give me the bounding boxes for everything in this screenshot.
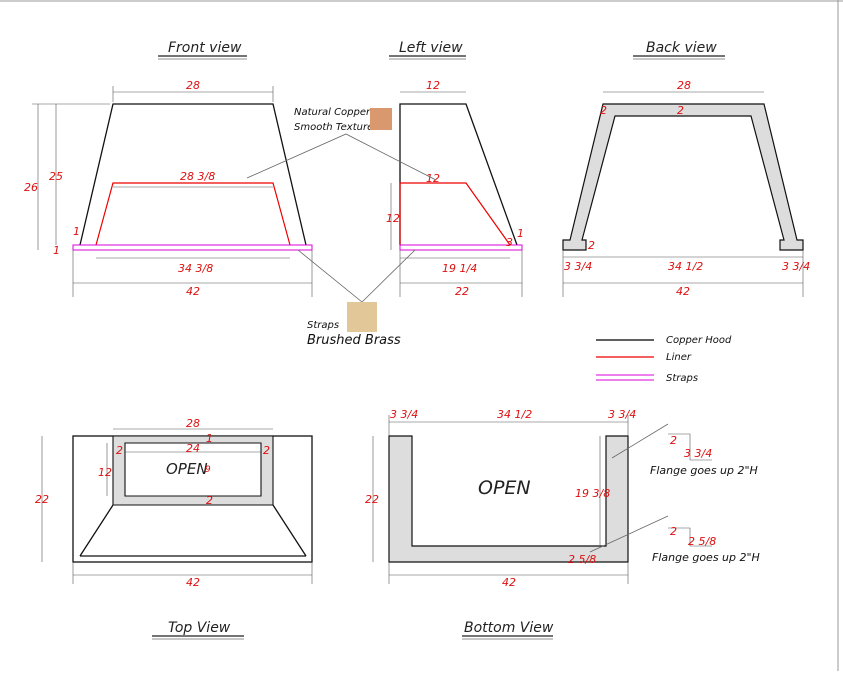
left-view-title: Left view — [399, 40, 463, 56]
flange-1-text: Flange goes up 2"H — [650, 464, 758, 477]
front-liner-top-dim: 28 3/8 — [180, 170, 215, 183]
copper-callout: Natural Copper Smooth Texture — [246, 107, 437, 181]
brass-leader — [297, 249, 416, 303]
flange-1-a: 2 — [670, 434, 677, 447]
top-w-dim: 28 — [186, 417, 200, 430]
front-top-dim: 28 — [186, 79, 200, 92]
bottom-center-dim: 34 1/2 — [497, 408, 532, 421]
left-top-dim: 12 — [426, 79, 440, 92]
left-inner-dim: 19 1/4 — [442, 262, 477, 275]
flange-detail-1: 2 3 3/4 Flange goes up 2"H — [611, 423, 758, 477]
front-liner-outline — [95, 182, 291, 246]
bottom-rim-dim: 2 5/8 — [568, 553, 596, 566]
left-hood-outline — [399, 103, 518, 246]
back-side-dim: 2 — [600, 104, 607, 117]
brass-swatch — [347, 302, 377, 332]
flange-2-a: 2 — [670, 525, 677, 538]
back-hood-shape — [562, 103, 804, 251]
flange-2-b: 2 5/8 — [688, 535, 716, 548]
back-view-title: Back view — [646, 40, 717, 56]
top-view: 28 24 1 2 2 12 OPEN 9 2 22 42 Top View — [35, 417, 313, 640]
bottom-height-dim: 22 — [365, 493, 379, 506]
bottom-open-label: OPEN — [478, 477, 531, 499]
legend-label-liner: Liner — [666, 352, 692, 363]
back-foot-dim: 2 — [588, 239, 595, 252]
top-depth-dim: 12 — [98, 466, 112, 479]
top-open-label: OPEN — [166, 460, 208, 478]
back-left-dim: 3 3/4 — [564, 260, 592, 273]
top-height-dim: 22 — [35, 493, 49, 506]
flange-1-b: 3 3/4 — [684, 447, 712, 460]
left-liner-h-dim: 12 — [386, 212, 400, 225]
brass-callout: Straps Brushed Brass — [297, 249, 416, 348]
left-strap — [399, 244, 523, 251]
front-height-outer-dim: 26 — [24, 181, 38, 194]
front-view-title: Front view — [168, 40, 242, 56]
copper-label-1: Natural Copper — [294, 107, 371, 118]
top-rim-dim: 1 — [206, 432, 213, 445]
top-left-side-dim: 2 — [116, 444, 123, 457]
bottom-u-shape — [388, 435, 629, 563]
left-view: Left view 12 12 12 1 3 19 1/4 22 — [386, 40, 524, 298]
left-small-dim: 3 — [506, 236, 513, 249]
back-inner-top-dim: 2 — [677, 104, 684, 117]
brass-label-2: Brushed Brass — [307, 333, 401, 348]
copper-leader — [246, 133, 437, 181]
flange-1-profile — [668, 433, 712, 461]
legend: Copper Hood Liner Straps — [596, 335, 732, 384]
flange-2-text: Flange goes up 2"H — [652, 551, 760, 564]
back-center-dim: 34 1/2 — [668, 260, 703, 273]
top-bottom-rim-dim: 2 — [206, 494, 213, 507]
back-right-dim: 3 3/4 — [782, 260, 810, 273]
flange-2-profile — [668, 527, 712, 547]
back-bottom-dim: 42 — [676, 285, 690, 298]
top-diag-r — [272, 504, 307, 557]
top-bottom-dim: 42 — [186, 576, 200, 589]
front-bottom-dim: 42 — [186, 285, 200, 298]
flange-2-leader — [589, 515, 669, 553]
top-diag-l — [79, 504, 114, 557]
top-inner-w-dim: 24 — [186, 442, 200, 455]
copper-swatch — [370, 108, 392, 130]
top-small-dim: 9 — [205, 465, 211, 475]
copper-label-2: Smooth Texture — [294, 122, 373, 133]
back-top-dim: 28 — [677, 79, 691, 92]
legend-label-straps: Straps — [666, 373, 698, 384]
bottom-bottom-dim: 42 — [502, 576, 516, 589]
bottom-left-dim: 3 3/4 — [390, 408, 418, 421]
legend-label-copper: Copper Hood — [666, 335, 732, 346]
front-height-dim: 25 — [49, 170, 63, 183]
left-bottom-dim: 22 — [455, 285, 469, 298]
left-liner-outline — [399, 182, 511, 246]
front-inner-dim: 34 3/8 — [178, 262, 213, 275]
front-liner-h-dim: 1 — [73, 225, 80, 238]
bottom-view-title: Bottom View — [464, 620, 554, 636]
back-view: Back view 28 2 2 2 3 3/4 34 1/2 3 3/4 42 — [562, 40, 810, 298]
front-strap-h-dim: 1 — [53, 244, 60, 257]
front-view: Front view 28 26 25 28 3/8 1 1 34 3/8 42 — [24, 40, 313, 298]
front-strap — [72, 244, 313, 251]
top-view-title: Top View — [168, 620, 231, 636]
brass-label-1: Straps — [307, 320, 339, 331]
front-hood-outline — [79, 103, 307, 246]
flange-1-leader — [611, 423, 669, 459]
top-right-side-dim: 2 — [263, 444, 270, 457]
left-strap-dim: 1 — [517, 227, 524, 240]
bottom-right-dim: 3 3/4 — [608, 408, 636, 421]
bottom-inner-h-dim: 19 3/8 — [575, 487, 610, 500]
bottom-view: 3 3/4 34 1/2 3 3/4 22 OPEN 19 3/8 2 5/8 … — [365, 408, 636, 640]
flange-detail-2: 2 2 5/8 Flange goes up 2"H — [589, 515, 760, 564]
